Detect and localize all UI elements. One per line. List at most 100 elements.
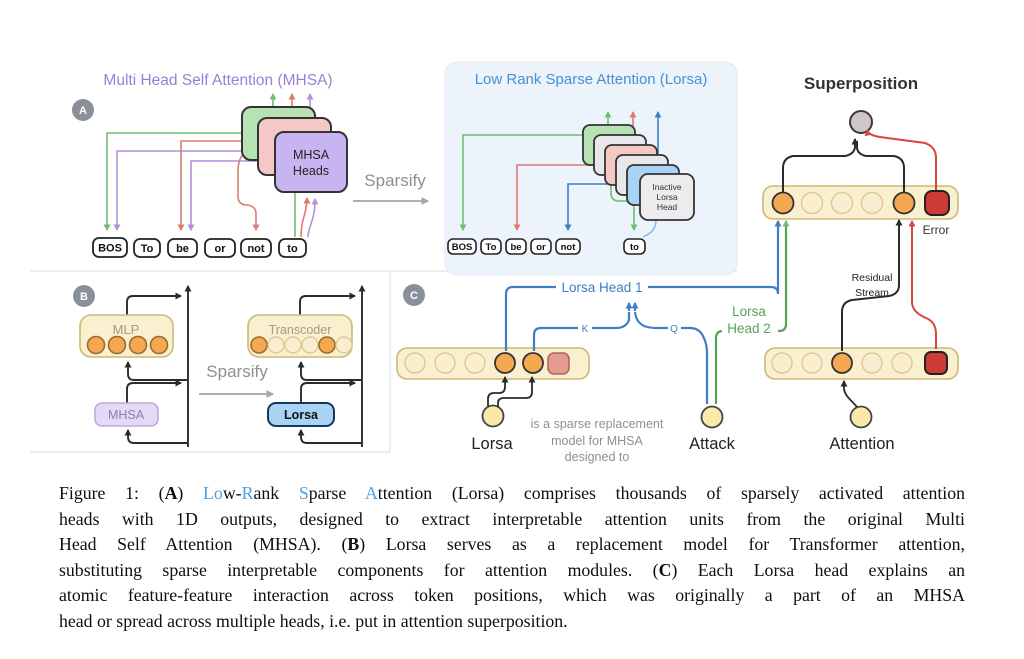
svg-text:MLP: MLP	[113, 322, 140, 337]
svg-text:is a sparse replacement: is a sparse replacement	[531, 417, 664, 431]
attack-token-circle	[700, 405, 724, 429]
mhsa-heads-stack	[241, 106, 348, 193]
token-pill: BOS	[447, 238, 477, 255]
residual-stream-label: Stream	[855, 287, 889, 299]
token-pill: To	[133, 238, 161, 258]
figure-diagram: MHSA Heads BOS To be or not to Inactive …	[30, 61, 959, 464]
inactive-lorsa-card	[639, 173, 695, 221]
token-pill: BOS	[92, 237, 128, 258]
caption-line: substituting sparse interpretable compon…	[59, 559, 965, 580]
active-unit	[831, 352, 853, 374]
lorsa-connectors	[459, 111, 662, 238]
superposition-output-circle	[849, 110, 873, 134]
svg-text:or: or	[215, 243, 227, 255]
token-pill: to	[623, 238, 646, 255]
active-unit	[892, 191, 916, 215]
lorsa-activation-bar	[396, 347, 590, 380]
caption-line: heads with 1D outputs, designed to extra…	[59, 508, 965, 529]
token-pill: be	[167, 238, 198, 258]
svg-text:To: To	[141, 243, 154, 255]
faded-error-square	[547, 352, 570, 375]
attention-activation-bar	[764, 347, 959, 380]
transcoder-box: Transcoder	[247, 314, 353, 358]
svg-text:be: be	[510, 242, 521, 253]
svg-text:not: not	[561, 242, 577, 253]
mhsa-box: MHSA	[94, 402, 159, 427]
badge-c: C	[403, 284, 425, 306]
caption-line: atomic feature-feature interaction acros…	[59, 585, 965, 605]
token-pill: or	[204, 238, 236, 258]
svg-text:Lorsa: Lorsa	[284, 408, 319, 422]
svg-text:designed to: designed to	[565, 450, 630, 464]
error-label: Error	[923, 223, 950, 237]
svg-text:Transcoder: Transcoder	[269, 323, 332, 337]
lorsa-head-2-label: Lorsa	[732, 304, 766, 319]
residual-stream-label: Residual	[852, 272, 893, 284]
lorsa-head-1-label: Lorsa Head 1	[561, 280, 642, 295]
svg-text:BOS: BOS	[98, 243, 122, 255]
inactive-card-label: Inactive Lorsa Head	[652, 182, 682, 212]
svg-text:Sparsify: Sparsify	[364, 171, 426, 190]
lorsa-head-2-label: Head 2	[727, 321, 771, 336]
error-square	[924, 190, 950, 216]
mhsa-panel-title: Multi Head Self Attention (MHSA)	[103, 72, 332, 89]
mhsa-card-label: Heads	[293, 164, 329, 178]
token-pill: not	[240, 238, 272, 258]
lorsa-token-circle	[481, 404, 505, 428]
mhsa-card-purple	[274, 131, 348, 193]
lorsa-token-label: Lorsa	[471, 435, 513, 453]
active-unit	[771, 191, 795, 215]
mhsa-card-label: MHSA	[293, 148, 330, 162]
svg-text:or: or	[536, 242, 546, 253]
badge-b: B	[73, 285, 95, 307]
attention-token-circle	[849, 405, 873, 429]
svg-text:MHSA: MHSA	[108, 408, 145, 422]
svg-text:BOS: BOS	[452, 242, 473, 253]
caption-line: Figure 1: (A) Low-Rank Sparse Attention …	[59, 483, 965, 503]
token-pill: to	[278, 238, 307, 258]
sparsify-arrow-a: Sparsify	[353, 171, 429, 205]
kq-junction-arrows	[625, 302, 639, 311]
token-pill: or	[530, 238, 552, 255]
token-pill: be	[505, 238, 527, 255]
svg-text:to: to	[287, 243, 298, 255]
token-row-right: BOS To be or not to	[447, 238, 646, 255]
svg-text:C: C	[410, 290, 418, 302]
error-square	[924, 351, 948, 375]
lorsa-box: Lorsa	[267, 402, 335, 427]
q-label: Q	[670, 324, 678, 335]
svg-text:B: B	[80, 291, 88, 303]
svg-text:Sparsify: Sparsify	[206, 362, 268, 381]
token-row-left: BOS To be or not to	[92, 237, 307, 258]
active-unit	[494, 352, 516, 374]
token-pill: not	[555, 238, 581, 255]
sparsify-arrow-b: Sparsify	[199, 362, 274, 398]
token-pill: To	[480, 238, 502, 255]
svg-text:Head: Head	[657, 202, 678, 212]
superposition-title: Superposition	[804, 74, 918, 93]
svg-text:not: not	[247, 243, 264, 255]
svg-text:A: A	[79, 105, 87, 117]
mhsa-connectors	[103, 93, 319, 238]
mlp-box: MLP	[79, 314, 174, 358]
active-unit	[522, 352, 544, 374]
superposition-bar	[762, 185, 959, 220]
attention-token-label: Attention	[829, 435, 894, 453]
k-label: K	[582, 324, 589, 335]
svg-text:model for MHSA: model for MHSA	[551, 434, 643, 448]
svg-text:be: be	[176, 243, 189, 255]
lorsa-panel-title: Low Rank Sparse Attention (Lorsa)	[475, 71, 708, 88]
residual-stream-lines-b	[124, 285, 366, 447]
svg-text:To: To	[486, 242, 497, 253]
caption-line: Head Self Attention (MHSA). (B) Lorsa se…	[59, 534, 966, 554]
svg-text:Inactive: Inactive	[652, 182, 682, 192]
attack-token-label: Attack	[689, 435, 736, 453]
figure-caption: Figure 1: (A) Low-Rank Sparse Attention …	[59, 481, 965, 634]
sparse-replacement-note: is a sparse replacement model for MHSA d…	[531, 417, 664, 464]
caption-line: head or spread across multiple heads, i.…	[59, 610, 568, 631]
superposition-lines	[782, 129, 937, 192]
svg-text:to: to	[630, 242, 639, 253]
panel-c-line-labels: Lorsa Head 1 K Q Lorsa Head 2 Residual S…	[556, 272, 892, 337]
svg-text:Lorsa: Lorsa	[656, 192, 678, 202]
